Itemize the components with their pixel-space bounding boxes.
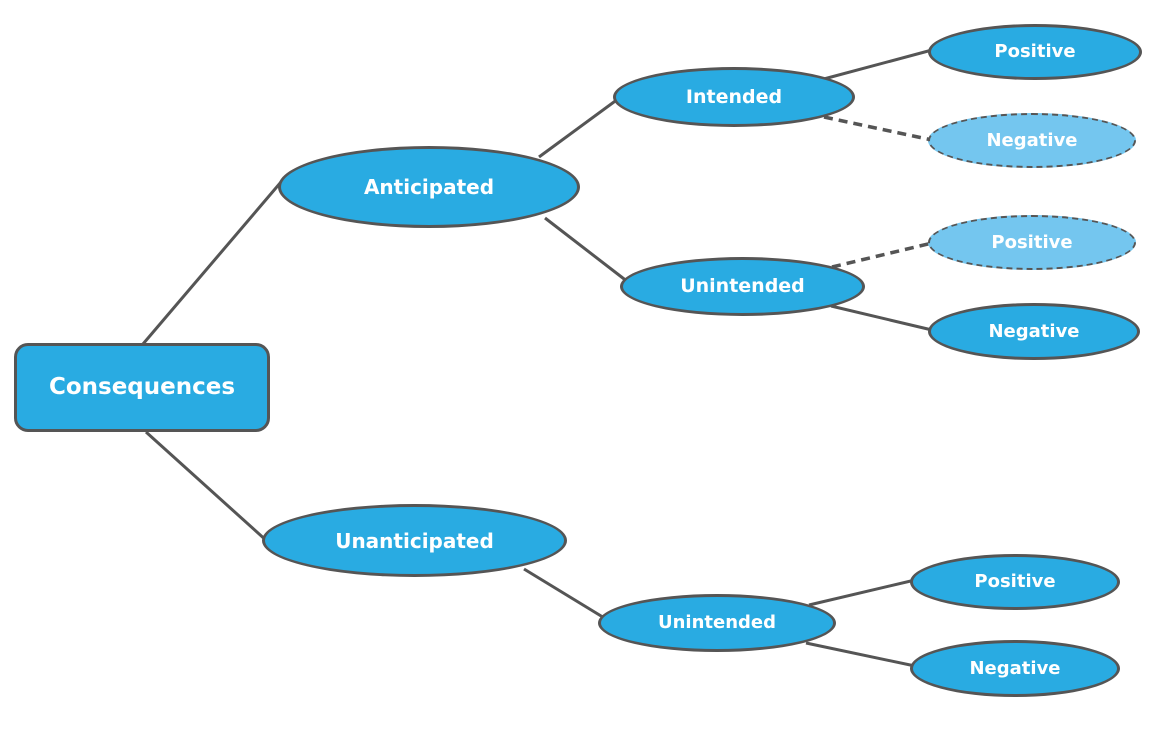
node-anticipated-unintended-positive[interactable]: Positive — [928, 215, 1136, 270]
edge-anticipated-to-anticipated-unintended — [544, 216, 629, 284]
node-consequences[interactable]: Consequences — [14, 343, 270, 432]
node-anticipated-unintended-negative[interactable]: Negative — [928, 303, 1140, 360]
node-label-anticipated-unintended-negative: Negative — [988, 320, 1080, 342]
node-anticipated[interactable]: Anticipated — [278, 146, 580, 228]
edge-unanticipated-to-unanticipated-unintended — [523, 567, 607, 621]
node-label-consequences: Consequences — [48, 373, 236, 400]
node-label-anticipated-unintended-positive: Positive — [991, 231, 1073, 253]
node-anticipated-unintended[interactable]: Unintended — [620, 257, 865, 316]
edge-unanticipated-unintended-to-unanticipated-unintended-positive — [808, 578, 916, 607]
node-label-unanticipated-unintended-positive: Positive — [974, 571, 1056, 593]
node-label-unanticipated-unintended: Unintended — [657, 612, 777, 634]
node-unanticipated-unintended-negative[interactable]: Negative — [910, 640, 1120, 697]
node-unanticipated[interactable]: Unanticipated — [262, 504, 567, 577]
node-anticipated-intended[interactable]: Intended — [613, 67, 855, 127]
edge-consequences-to-anticipated — [141, 181, 283, 345]
edge-anticipated-unintended-to-anticipated-unintended-negative — [830, 304, 933, 332]
node-anticipated-intended-positive[interactable]: Positive — [928, 24, 1142, 80]
edge-unanticipated-unintended-to-unanticipated-unintended-negative — [805, 641, 916, 668]
node-unanticipated-unintended[interactable]: Unintended — [598, 594, 836, 652]
node-anticipated-intended-negative[interactable]: Negative — [928, 113, 1136, 168]
node-label-anticipated-unintended: Unintended — [680, 275, 805, 298]
node-label-anticipated-intended-negative: Negative — [986, 129, 1078, 151]
node-label-unanticipated: Unanticipated — [335, 528, 494, 553]
edge-anticipated-to-anticipated-intended — [538, 97, 619, 159]
node-label-anticipated-intended-positive: Positive — [994, 41, 1076, 63]
node-unanticipated-unintended-positive[interactable]: Positive — [910, 554, 1120, 610]
node-label-anticipated-intended: Intended — [685, 85, 783, 108]
edge-anticipated-unintended-to-anticipated-unintended-positive — [831, 241, 933, 269]
edge-anticipated-intended-to-anticipated-intended-positive — [819, 48, 933, 82]
edge-consequences-to-unanticipated — [144, 430, 270, 544]
node-label-unanticipated-unintended-negative: Negative — [969, 657, 1061, 679]
edge-anticipated-intended-to-anticipated-intended-negative — [823, 115, 933, 142]
node-label-anticipated: Anticipated — [363, 175, 495, 199]
